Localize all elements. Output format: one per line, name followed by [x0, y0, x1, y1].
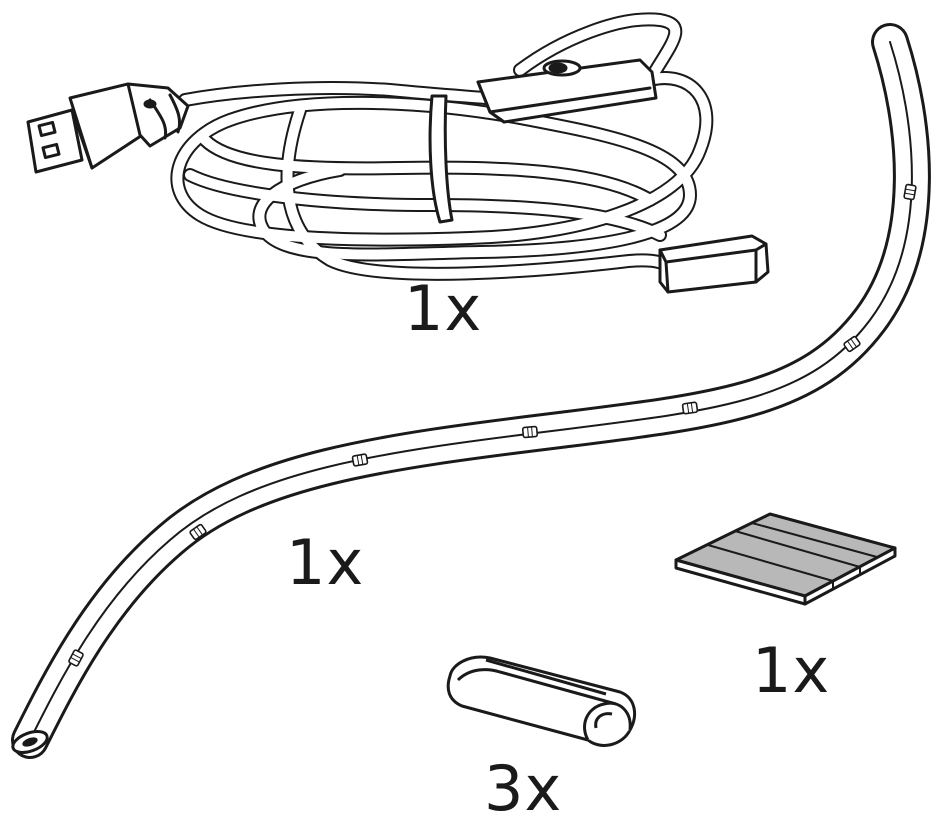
- adhesive-pad-icon: [676, 514, 895, 604]
- led-strip-icon: [10, 42, 916, 757]
- usb-cable-quantity: 1x: [404, 272, 483, 345]
- mounting-clips-quantity: 3x: [484, 752, 563, 825]
- adhesive-pad-quantity: 1x: [752, 634, 831, 707]
- mounting-clip-icon: [448, 657, 634, 745]
- led-strip-quantity: 1x: [286, 526, 365, 599]
- usb-cable-with-switch-icon: [28, 19, 768, 292]
